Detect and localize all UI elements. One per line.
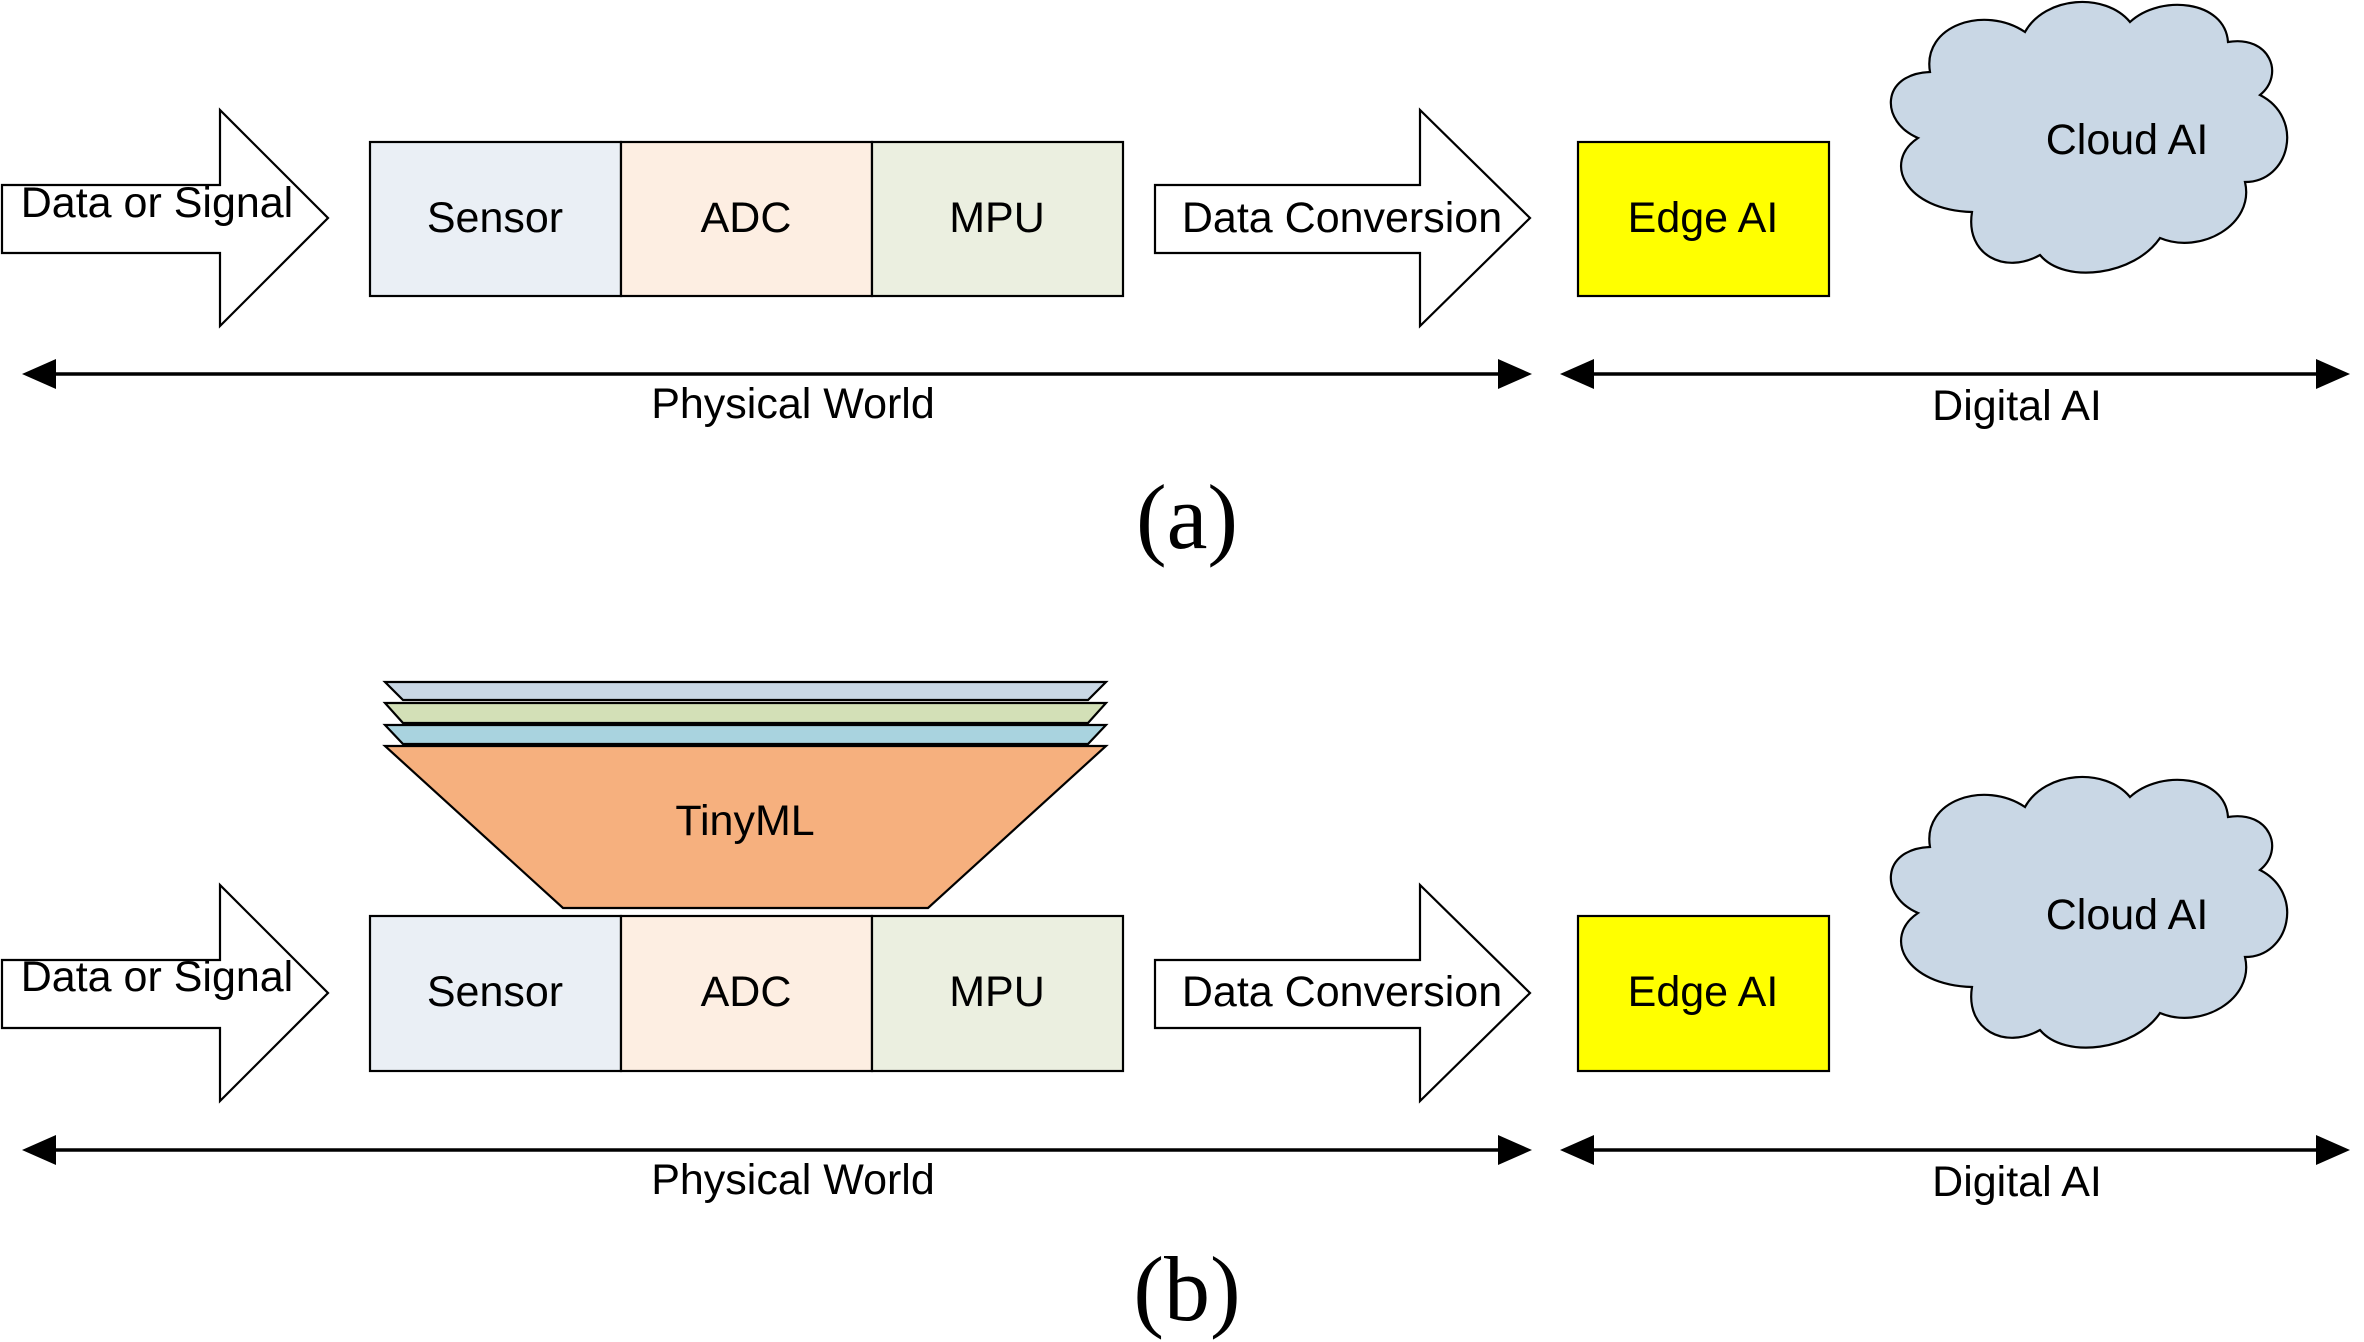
conversion-arrow-a	[1153, 107, 1532, 329]
mpu-block-a	[870, 140, 1125, 298]
tinyml-label: TinyML	[675, 797, 814, 845]
edge-ai-label-a: Edge AI	[1628, 194, 1779, 242]
input-arrow-a	[0, 107, 330, 329]
mpu-label-b: MPU	[949, 968, 1045, 1016]
physical-world-label-a: Physical World	[651, 380, 935, 428]
tinyml-layer-3	[382, 723, 1109, 746]
mpu-block-b	[870, 914, 1125, 1073]
physical-world-arrow-a	[22, 359, 1532, 389]
conversion-arrow-label-b: Data Conversion	[1182, 968, 1502, 1016]
input-arrow-label-a: Data or Signal	[21, 179, 294, 227]
sensor-label-b: Sensor	[427, 968, 563, 1016]
tinyml-block	[382, 744, 1109, 910]
tinyml-layer-1	[382, 680, 1109, 702]
physical-world-arrow-b	[22, 1135, 1532, 1165]
digital-ai-label-b: Digital AI	[1932, 1158, 2102, 1206]
physical-world-label-b: Physical World	[651, 1156, 935, 1204]
edge-ai-block-b	[1576, 914, 1831, 1073]
input-arrow-label-b: Data or Signal	[21, 953, 294, 1001]
sensor-block-b	[368, 914, 623, 1073]
adc-label-a: ADC	[701, 194, 792, 242]
conversion-arrow-label-a: Data Conversion	[1182, 194, 1502, 242]
tinyml-layer-2	[382, 701, 1109, 725]
digital-ai-arrow-b	[1560, 1135, 2350, 1165]
adc-label-b: ADC	[701, 968, 792, 1016]
adc-block-a	[619, 140, 874, 298]
digital-ai-label-a: Digital AI	[1932, 382, 2102, 430]
panel-a: Data or Signal Sensor ADC MPU Data Conve…	[0, 0, 2350, 568]
sensor-label-a: Sensor	[427, 194, 563, 242]
edge-ai-label-b: Edge AI	[1628, 968, 1779, 1016]
cloud-ai-label-a: Cloud AI	[2046, 116, 2209, 164]
conversion-arrow-b	[1153, 882, 1532, 1104]
caption-b: (b)	[1133, 1238, 1240, 1340]
caption-a: (a)	[1136, 466, 1238, 568]
adc-block-b	[619, 914, 874, 1073]
input-arrow-b	[0, 882, 330, 1104]
sensor-block-a	[368, 140, 623, 298]
mpu-label-a: MPU	[949, 194, 1045, 242]
cloud-ai-label-b: Cloud AI	[2046, 891, 2209, 939]
digital-ai-arrow-a	[1560, 359, 2350, 389]
edge-ai-block-a	[1576, 140, 1831, 298]
panel-b: TinyML Data or Signal Sensor ADC MPU Dat…	[0, 680, 2350, 1340]
